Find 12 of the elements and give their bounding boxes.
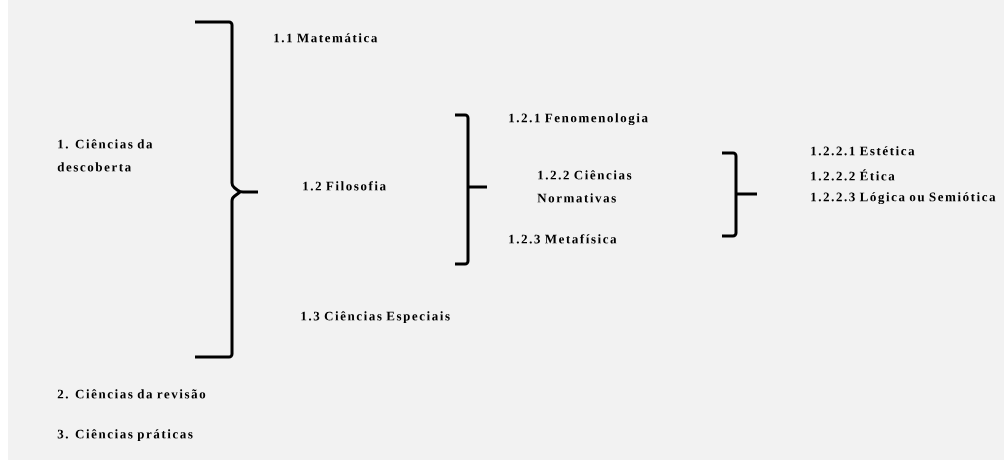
label-text: 1.1 Matemática [274, 33, 378, 43]
label-text: 1.2.2.3 Lógica ou Semiótica [811, 192, 996, 205]
label-text: 2. Ciências da revisão [57, 389, 206, 399]
label-text: 1.2.2.1 Estética [811, 146, 915, 156]
label-text: 1.2.1 Fenomenologia [509, 113, 648, 126]
label-text: 3. Ciências práticas [57, 429, 193, 442]
label-text: 1.3 Ciências Especiais [301, 311, 450, 324]
label-text: 1.2.2 Ciências Normativas [537, 170, 632, 203]
label-text: 1.2.3 Metafísica [509, 234, 617, 244]
label-text: 1.2 Filosofia [303, 181, 386, 191]
label-text: 1. Ciências da descoberta [57, 139, 153, 172]
label-text: 1.2.2.2 Ética [811, 169, 895, 181]
